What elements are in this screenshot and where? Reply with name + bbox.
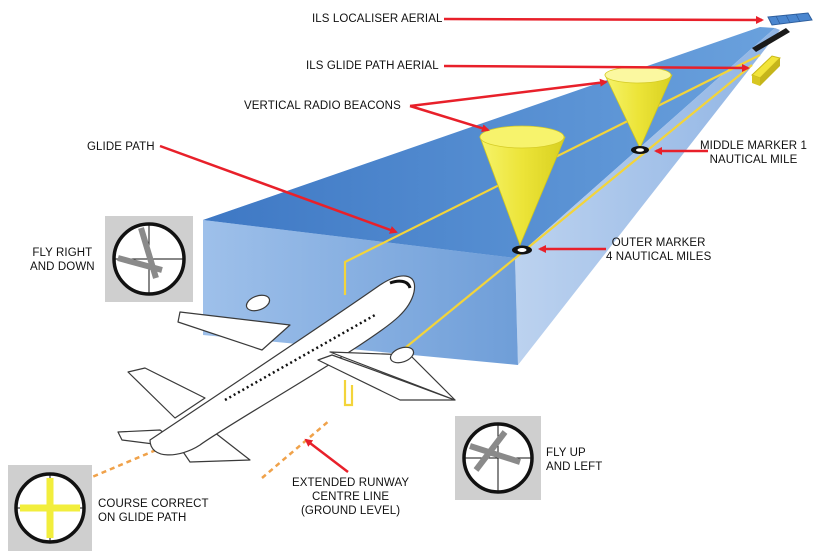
label-centre-line-line2: CENTRE LINE <box>312 491 390 503</box>
label-fly-right-down-line1: FLY RIGHT <box>32 247 93 259</box>
label-outer-marker: OUTER MARKER 4 NAUTICAL MILES <box>606 236 711 264</box>
label-extended-centre-line: EXTENDED RUNWAY CENTRE LINE (GROUND LEVE… <box>292 476 409 518</box>
glide-path-lines <box>343 54 761 407</box>
label-glide-path: GLIDE PATH <box>87 141 155 153</box>
label-course-correct: COURSE CORRECT ON GLIDE PATH <box>98 497 209 525</box>
arrow-centre-line <box>304 438 349 473</box>
arrow-glide-path-aerial <box>443 63 750 72</box>
arrow-beacon-outer <box>409 104 490 133</box>
arrow-glide-path <box>159 144 398 234</box>
arrow-localiser <box>443 15 764 24</box>
label-outer-marker-line1: OUTER MARKER <box>611 237 706 249</box>
ils-beam <box>203 27 780 365</box>
middle-marker-beacon <box>604 66 673 154</box>
label-localiser-aerial: ILS LOCALISER AERIAL <box>312 13 443 25</box>
callout-arrows <box>159 15 764 473</box>
label-course-correct-line1: COURSE CORRECT <box>98 498 209 510</box>
label-fly-up-left-line2: AND LEFT <box>546 461 603 473</box>
label-fly-up-left-line1: FLY UP <box>546 447 586 459</box>
runway-threshold <box>751 55 781 86</box>
label-course-correct-line2: ON GLIDE PATH <box>98 512 187 524</box>
arrow-beacon-middle <box>409 78 608 108</box>
instrument-fly-up-left <box>455 416 541 500</box>
label-middle-marker: MIDDLE MARKER 1 NAUTICAL MILE <box>700 139 807 167</box>
localiser-aerial <box>767 12 813 26</box>
instrument-course-correct <box>8 465 92 551</box>
instrument-fly-right-down <box>105 216 193 302</box>
label-fly-right-down-line2: AND DOWN <box>30 261 95 273</box>
label-fly-up-left: FLY UP AND LEFT <box>546 446 602 474</box>
label-glide-path-aerial: ILS GLIDE PATH AERIAL <box>306 60 439 72</box>
label-centre-line-line1: EXTENDED RUNWAY <box>292 477 410 489</box>
outer-marker-beacon <box>479 125 566 255</box>
label-vertical-radio-beacons: VERTICAL RADIO BEACONS <box>244 100 401 112</box>
label-middle-marker-line1: MIDDLE MARKER 1 <box>700 140 807 152</box>
label-fly-right-down: FLY RIGHT AND DOWN <box>30 246 95 274</box>
label-middle-marker-line2: NAUTICAL MILE <box>709 154 798 166</box>
beam-side-face <box>515 28 780 365</box>
label-centre-line-line3: (GROUND LEVEL) <box>300 505 401 517</box>
label-outer-marker-line2: 4 NAUTICAL MILES <box>606 251 712 263</box>
aircraft <box>117 275 456 463</box>
glide-path-aerial <box>752 28 790 52</box>
